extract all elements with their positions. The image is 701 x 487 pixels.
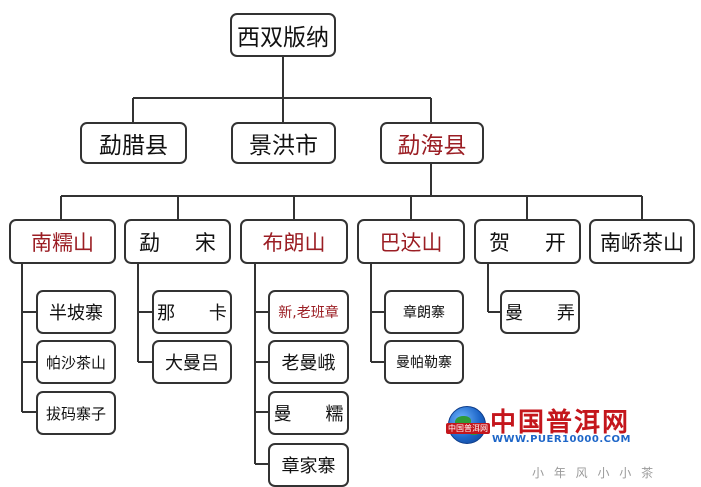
tree-connectors bbox=[21, 57, 643, 465]
node-nanqiao-tea-mountain: 南峤茶山 bbox=[589, 219, 695, 264]
node-jinghong-city: 景洪市 bbox=[231, 122, 336, 164]
logo-badge: 中国普洱网 bbox=[446, 423, 490, 434]
node-naka: 那 卡 bbox=[152, 290, 232, 334]
node-manpaleiz-village: 曼帕勒寨 bbox=[384, 340, 464, 384]
node-mannong: 曼 弄 bbox=[500, 290, 580, 334]
node-menghai-county: 勐海县 bbox=[380, 122, 484, 164]
node-bulang-mountain: 布朗山 bbox=[240, 219, 348, 264]
node-nannuo-mountain: 南糯山 bbox=[9, 219, 116, 264]
node-mannuo: 曼 糯 bbox=[268, 391, 349, 435]
watermark-logo: 中国普洱网 中国普洱网 WWW.PUER10000.COM bbox=[446, 404, 656, 454]
node-pasha-tea-mountain: 帕沙茶山 bbox=[36, 340, 116, 384]
logo-title: 中国普洱网 bbox=[490, 408, 631, 438]
node-xishuangbanna: 西双版纳 bbox=[230, 13, 336, 57]
node-new-old-banzhang: 新,老班章 bbox=[268, 290, 349, 334]
node-damanlv: 大曼吕 bbox=[152, 340, 232, 384]
node-laoman-e: 老曼峨 bbox=[268, 340, 349, 384]
logo-url: WWW.PUER10000.COM bbox=[492, 434, 631, 445]
node-zhangjia-village: 章家寨 bbox=[268, 443, 349, 487]
node-banpo-village: 半坡寨 bbox=[36, 290, 116, 334]
node-bama-village: 拔码寨子 bbox=[36, 391, 116, 435]
node-mengsong: 勐 宋 bbox=[124, 219, 231, 264]
node-mengla-county: 勐腊县 bbox=[80, 122, 187, 164]
node-hekai: 贺 开 bbox=[474, 219, 581, 264]
bottom-caption: 小 年 风 小 小 茶 bbox=[532, 466, 657, 480]
node-zhanglang-village: 章朗寨 bbox=[384, 290, 464, 334]
node-bada-mountain: 巴达山 bbox=[357, 219, 465, 264]
